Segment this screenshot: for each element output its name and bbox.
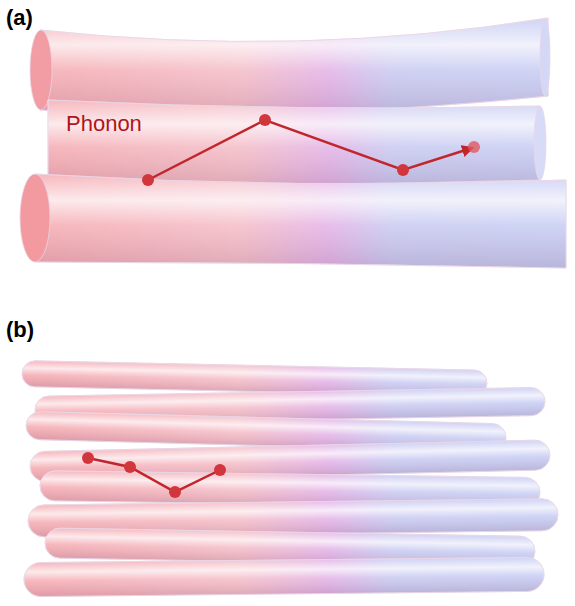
phonon-path-a bbox=[142, 114, 480, 186]
phonon-path-b bbox=[82, 452, 226, 498]
panel-letter: (b) bbox=[6, 318, 34, 342]
panel-letter: (a) bbox=[6, 6, 33, 30]
thin-nanowires bbox=[22, 361, 558, 597]
thick-nanowires bbox=[20, 18, 566, 268]
phonon-label: Phonon bbox=[66, 112, 142, 136]
